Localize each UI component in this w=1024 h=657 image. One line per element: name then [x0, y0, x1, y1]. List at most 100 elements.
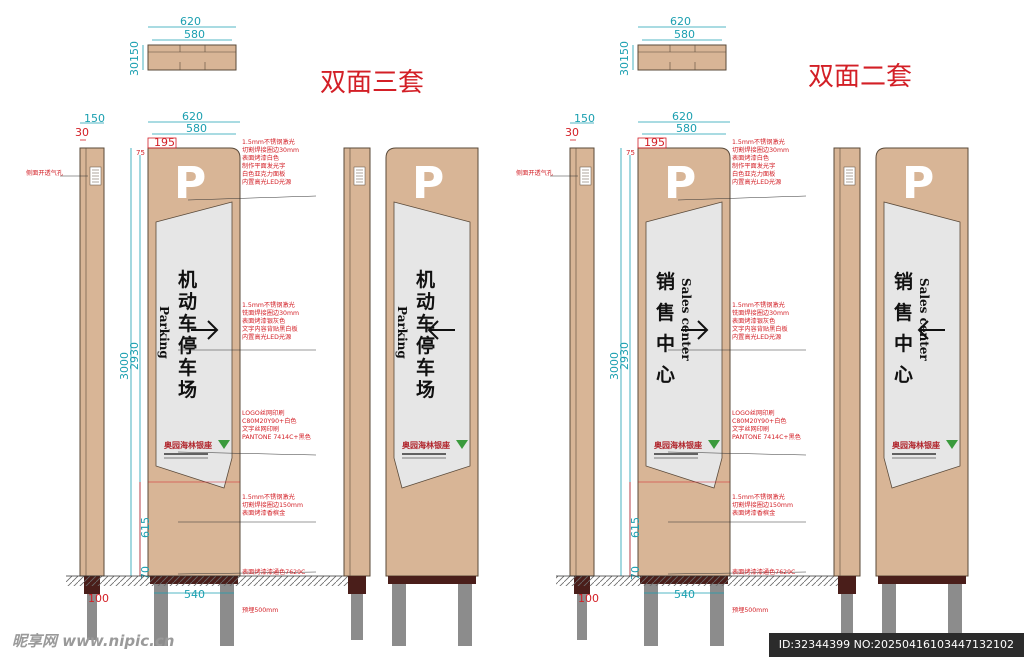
- note-leader: [677, 195, 807, 201]
- front-title-char: 场: [178, 379, 197, 401]
- note-top-line: 白色亚克力面板: [242, 170, 285, 178]
- note-top-line: 表面烤漆白色: [732, 154, 769, 162]
- note-top-line: 切割焊接圈边30mm: [242, 146, 299, 154]
- watermark-id: ID:32344399 NO:20250416103447132102: [768, 633, 1024, 657]
- dim-label-540: 540: [184, 588, 205, 601]
- note-lower-line: 表面烤漆香槟金: [732, 509, 776, 517]
- front-post-right: [220, 584, 234, 646]
- note-mid-line: 文字内容背贴黑白板: [242, 325, 298, 333]
- back-title-char: 车: [416, 312, 435, 335]
- side-view-body: [569, 147, 595, 577]
- dim-label-top-620: 620: [670, 15, 691, 28]
- back-title-char: 心: [894, 364, 913, 386]
- dim-label-front-580: 580: [676, 122, 697, 135]
- front-light-panel: [645, 201, 723, 489]
- logo-text: 奥园海林银座: [891, 440, 940, 450]
- front-title-char: 中: [656, 332, 675, 355]
- back-base-plate: [388, 576, 476, 584]
- back-title-char: 机: [416, 269, 435, 291]
- parking-p-glyph: P: [664, 158, 696, 209]
- dim-label-2930: 2930: [128, 342, 141, 370]
- dim-label-100: 100: [578, 592, 599, 605]
- back-title-char: 中: [894, 332, 913, 355]
- note-mid-line: 表面烤漆银灰色: [242, 317, 285, 325]
- set-1-drawing: 62058015030侧面开透气孔15030P机动车停车场Parking奥园海林…: [26, 15, 479, 646]
- dim-label-side-30: 30: [75, 126, 89, 139]
- note-top-line: 制作平面发光字: [242, 162, 285, 170]
- note-leader: [667, 451, 807, 456]
- note-top-line: 1.5mm不锈钢激光: [732, 138, 785, 146]
- dim-label-3000: 3000: [118, 352, 131, 380]
- front-post-right: [710, 584, 724, 646]
- note-lower-line: 1.5mm不锈钢激光: [732, 493, 785, 501]
- note-base-line: 表面烤漆漆通色7629C: [242, 568, 305, 576]
- logo-leaf-icon: [456, 440, 468, 449]
- dim-label-540: 540: [674, 588, 695, 601]
- logo-leaf-icon: [218, 440, 230, 449]
- note-leader: [187, 195, 317, 201]
- front-title-char: 车: [178, 356, 197, 379]
- dim-label-top-30: 30: [128, 62, 141, 76]
- note-mid-line: 1.5mm不锈钢激光: [732, 301, 785, 309]
- back-post-left: [882, 584, 896, 646]
- watermark-bar: 昵享网 www.nipic.cn ID:32344399 NO:20250416…: [0, 627, 1024, 657]
- back-parking-p-glyph: P: [412, 158, 444, 209]
- note-logo-line: LOGO丝网印刷: [732, 409, 775, 417]
- ground-hatch: [66, 576, 348, 586]
- top-view-body: [637, 44, 727, 71]
- note-logo-line: C80M20Y90+白色: [242, 417, 297, 425]
- right-side-base: [348, 576, 366, 594]
- back-subtitle: Sales center: [917, 278, 931, 361]
- dim-label-side-30: 30: [565, 126, 579, 139]
- back-title-char: 车: [416, 356, 435, 379]
- dim-label-front-620: 620: [182, 110, 203, 123]
- note-base-line: 表面烤漆漆通色7629C: [732, 568, 795, 576]
- back-light-panel: [393, 201, 471, 489]
- note-top-line: 制作平面发光字: [732, 162, 775, 170]
- right-side-base: [838, 576, 856, 594]
- note-logo-line: C80M20Y90+白色: [732, 417, 787, 425]
- side-vent-label: 侧面开透气孔: [26, 169, 63, 177]
- back-subtitle: Parking: [395, 306, 409, 359]
- note-lower-line: 1.5mm不锈钢激光: [242, 493, 295, 501]
- dim-label-top-580: 580: [674, 28, 695, 41]
- note-footing-line: 预埋500mm: [732, 606, 768, 614]
- back-title-char: 动: [416, 291, 435, 313]
- watermark-site: 昵享网 www.nipic.cn: [12, 632, 175, 650]
- note-logo-line: PANTONE 7414C+黑色: [732, 433, 801, 441]
- ground-hatch: [556, 576, 838, 586]
- front-title-char: 售: [655, 301, 675, 324]
- note-mid-line: 内置高光LED光源: [242, 333, 291, 341]
- back-title-char: 停: [416, 334, 435, 357]
- dim-label-top-150: 150: [128, 41, 141, 62]
- dim-label-front-75: 75: [626, 149, 635, 157]
- arrow-head-icon: [207, 320, 219, 340]
- front-title-char: 车: [178, 312, 197, 335]
- dim-label-front-620: 620: [672, 110, 693, 123]
- dim-box-195: [637, 137, 667, 149]
- right-side-post: [351, 594, 363, 640]
- arrow-head-icon: [697, 320, 709, 340]
- front-title-char: 停: [178, 334, 197, 357]
- note-mid-line: 铣面焊接圈边30mm: [732, 309, 789, 317]
- back-light-panel: [883, 201, 961, 489]
- right-side-body: [343, 147, 371, 577]
- dim-box-195: [147, 137, 177, 149]
- note-leader: [177, 571, 317, 575]
- note-top-line: 1.5mm不锈钢激光: [242, 138, 295, 146]
- arrow-head-icon: [917, 320, 929, 340]
- note-mid-line: 1.5mm不锈钢激光: [242, 301, 295, 309]
- note-top-line: 内置高光LED光源: [732, 178, 781, 186]
- parking-p-glyph: P: [174, 158, 206, 209]
- note-logo-line: PANTONE 7414C+黑色: [242, 433, 311, 441]
- logo-leaf-icon: [946, 440, 958, 449]
- side-post: [577, 594, 587, 640]
- back-title-char: 销: [894, 270, 913, 293]
- logo-text: 奥园海林银座: [653, 440, 702, 450]
- front-title-char: 销: [656, 270, 675, 293]
- dim-label-615: 615: [139, 517, 152, 538]
- dim-label-top-150: 150: [618, 41, 631, 62]
- front-subtitle: Sales center: [679, 278, 693, 361]
- arrow-head-icon: [427, 320, 439, 340]
